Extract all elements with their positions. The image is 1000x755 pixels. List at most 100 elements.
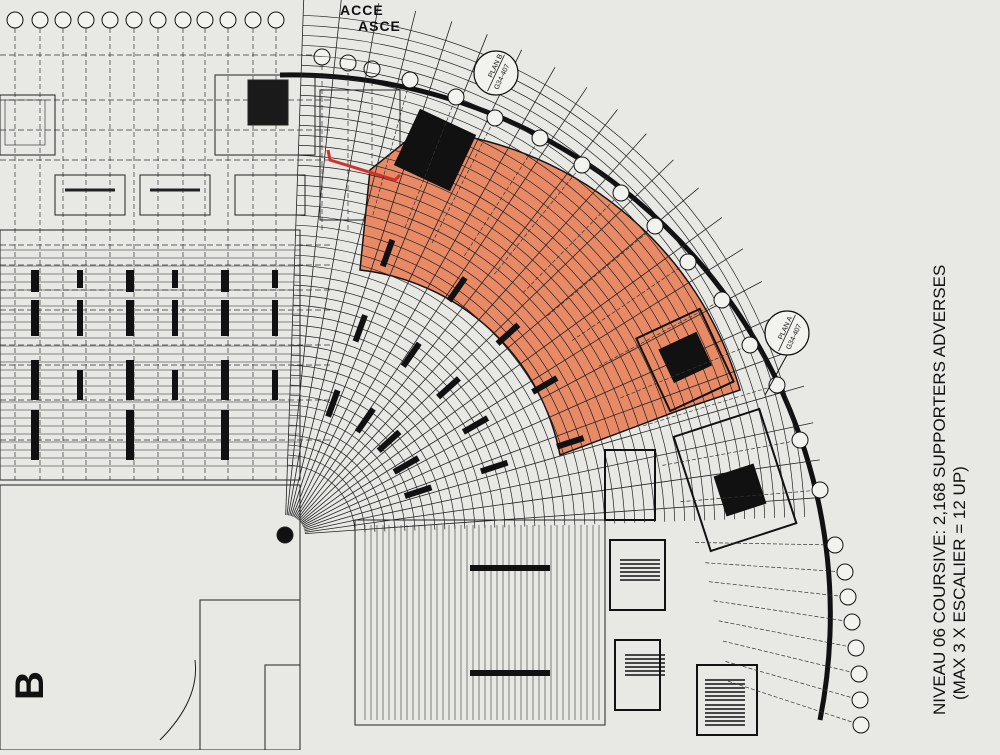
- radial-line: [299, 159, 674, 522]
- radial-line: [285, 0, 305, 516]
- leader-line: [598, 304, 714, 367]
- stair: [272, 270, 278, 288]
- grid-bubble: [531, 129, 549, 147]
- stair: [400, 341, 422, 368]
- seat-arc: [300, 94, 726, 520]
- grid-bubble: [149, 11, 167, 29]
- stair: [77, 300, 83, 336]
- seat-arc: [302, 24, 796, 518]
- seat-arc: [297, 184, 636, 523]
- stair: [126, 300, 134, 336]
- grid-bubble: [54, 11, 72, 29]
- stair: [446, 276, 468, 303]
- leader-line: [620, 348, 741, 399]
- radial-line: [303, 349, 793, 529]
- radial-line: [301, 248, 744, 525]
- grid-bubble: [851, 691, 869, 709]
- grid-bubble: [741, 336, 759, 354]
- grid-bubble: [843, 613, 861, 631]
- leader-line: [571, 267, 680, 341]
- grid-bubble: [836, 563, 854, 581]
- grid-bubble: [125, 11, 143, 29]
- stair: [531, 375, 559, 395]
- stair: [172, 270, 178, 288]
- section-letter: B: [8, 671, 52, 700]
- seat-arc: [294, 254, 566, 526]
- seat-arc: [299, 104, 716, 521]
- seat-arc: [289, 414, 406, 531]
- leader-line: [662, 441, 791, 466]
- leader-line: [725, 661, 851, 698]
- stair: [379, 238, 396, 268]
- stair: [77, 370, 83, 400]
- capacity-note-line2: (MAX 3 X ESCALIER = 12 UP): [950, 466, 969, 700]
- stair-cores: [393, 108, 798, 736]
- grid-bubble: [847, 639, 865, 657]
- grid-bubble: [101, 11, 119, 29]
- plan-b-callout: PLAN B G34-407: [473, 50, 519, 96]
- stair: [352, 314, 368, 343]
- radial-line: [296, 109, 618, 520]
- grid-bubble: [791, 431, 809, 449]
- grid-bubble: [77, 11, 95, 29]
- leader-line: [695, 542, 826, 546]
- stair: [126, 270, 134, 292]
- seat-arc: [299, 124, 696, 521]
- stair: [479, 459, 509, 475]
- leader-line: [718, 620, 847, 647]
- right-leader-lines: [372, 89, 852, 723]
- leader-line: [642, 387, 768, 427]
- stair: [556, 435, 585, 450]
- radial-line: [300, 217, 723, 524]
- seat-arc: [298, 154, 666, 522]
- radial-line: [293, 49, 523, 518]
- leader-line: [727, 680, 852, 723]
- leader-line: [547, 232, 648, 317]
- seat-arc: [298, 144, 676, 522]
- curved-stand-bowl: [279, 0, 833, 721]
- seat-arc: [295, 234, 586, 525]
- leader-line: [705, 562, 836, 572]
- access-label: ACCE: [340, 2, 384, 18]
- radial-line: [300, 187, 699, 523]
- stair: [31, 410, 39, 460]
- radial-line: [286, 0, 342, 516]
- leader-line: [522, 199, 615, 294]
- seat-arc: [300, 84, 736, 520]
- stair: [126, 360, 134, 400]
- stair: [172, 370, 178, 400]
- capacity-note-line1: NIVEAU 06 COURSIVE: 2,168 SUPPORTERS ADV…: [930, 264, 949, 715]
- seat-arc: [295, 244, 576, 525]
- upper-rooms: [0, 74, 401, 221]
- stair: [31, 360, 39, 400]
- leader-line: [464, 146, 535, 256]
- stair: [392, 455, 420, 475]
- seat-arc: [294, 264, 556, 526]
- seat-arc: [294, 274, 546, 526]
- grid-bubble: [826, 536, 844, 554]
- stair: [403, 484, 433, 499]
- stair: [272, 300, 278, 336]
- leader-line: [708, 581, 839, 597]
- grid-bubble: [646, 217, 664, 235]
- stair: [221, 300, 229, 336]
- leader-line: [722, 640, 850, 672]
- seat-arc: [287, 464, 356, 533]
- grid-bubble: [401, 71, 419, 89]
- grid-bubble: [486, 109, 504, 127]
- grid-bubble: [612, 184, 630, 202]
- stair: [495, 322, 521, 346]
- grid-bubble: [852, 716, 870, 734]
- seat-arc: [293, 304, 516, 527]
- stair: [461, 415, 490, 435]
- radial-line: [295, 87, 588, 519]
- plan-a-callout: PLAN A G34-407: [764, 310, 810, 396]
- seat-arc: [289, 404, 416, 531]
- stair: [221, 360, 229, 400]
- elevator-label: ASCE: [358, 18, 401, 34]
- grid-bubble: [267, 11, 285, 29]
- radial-line: [302, 281, 762, 526]
- radial-line: [292, 34, 488, 517]
